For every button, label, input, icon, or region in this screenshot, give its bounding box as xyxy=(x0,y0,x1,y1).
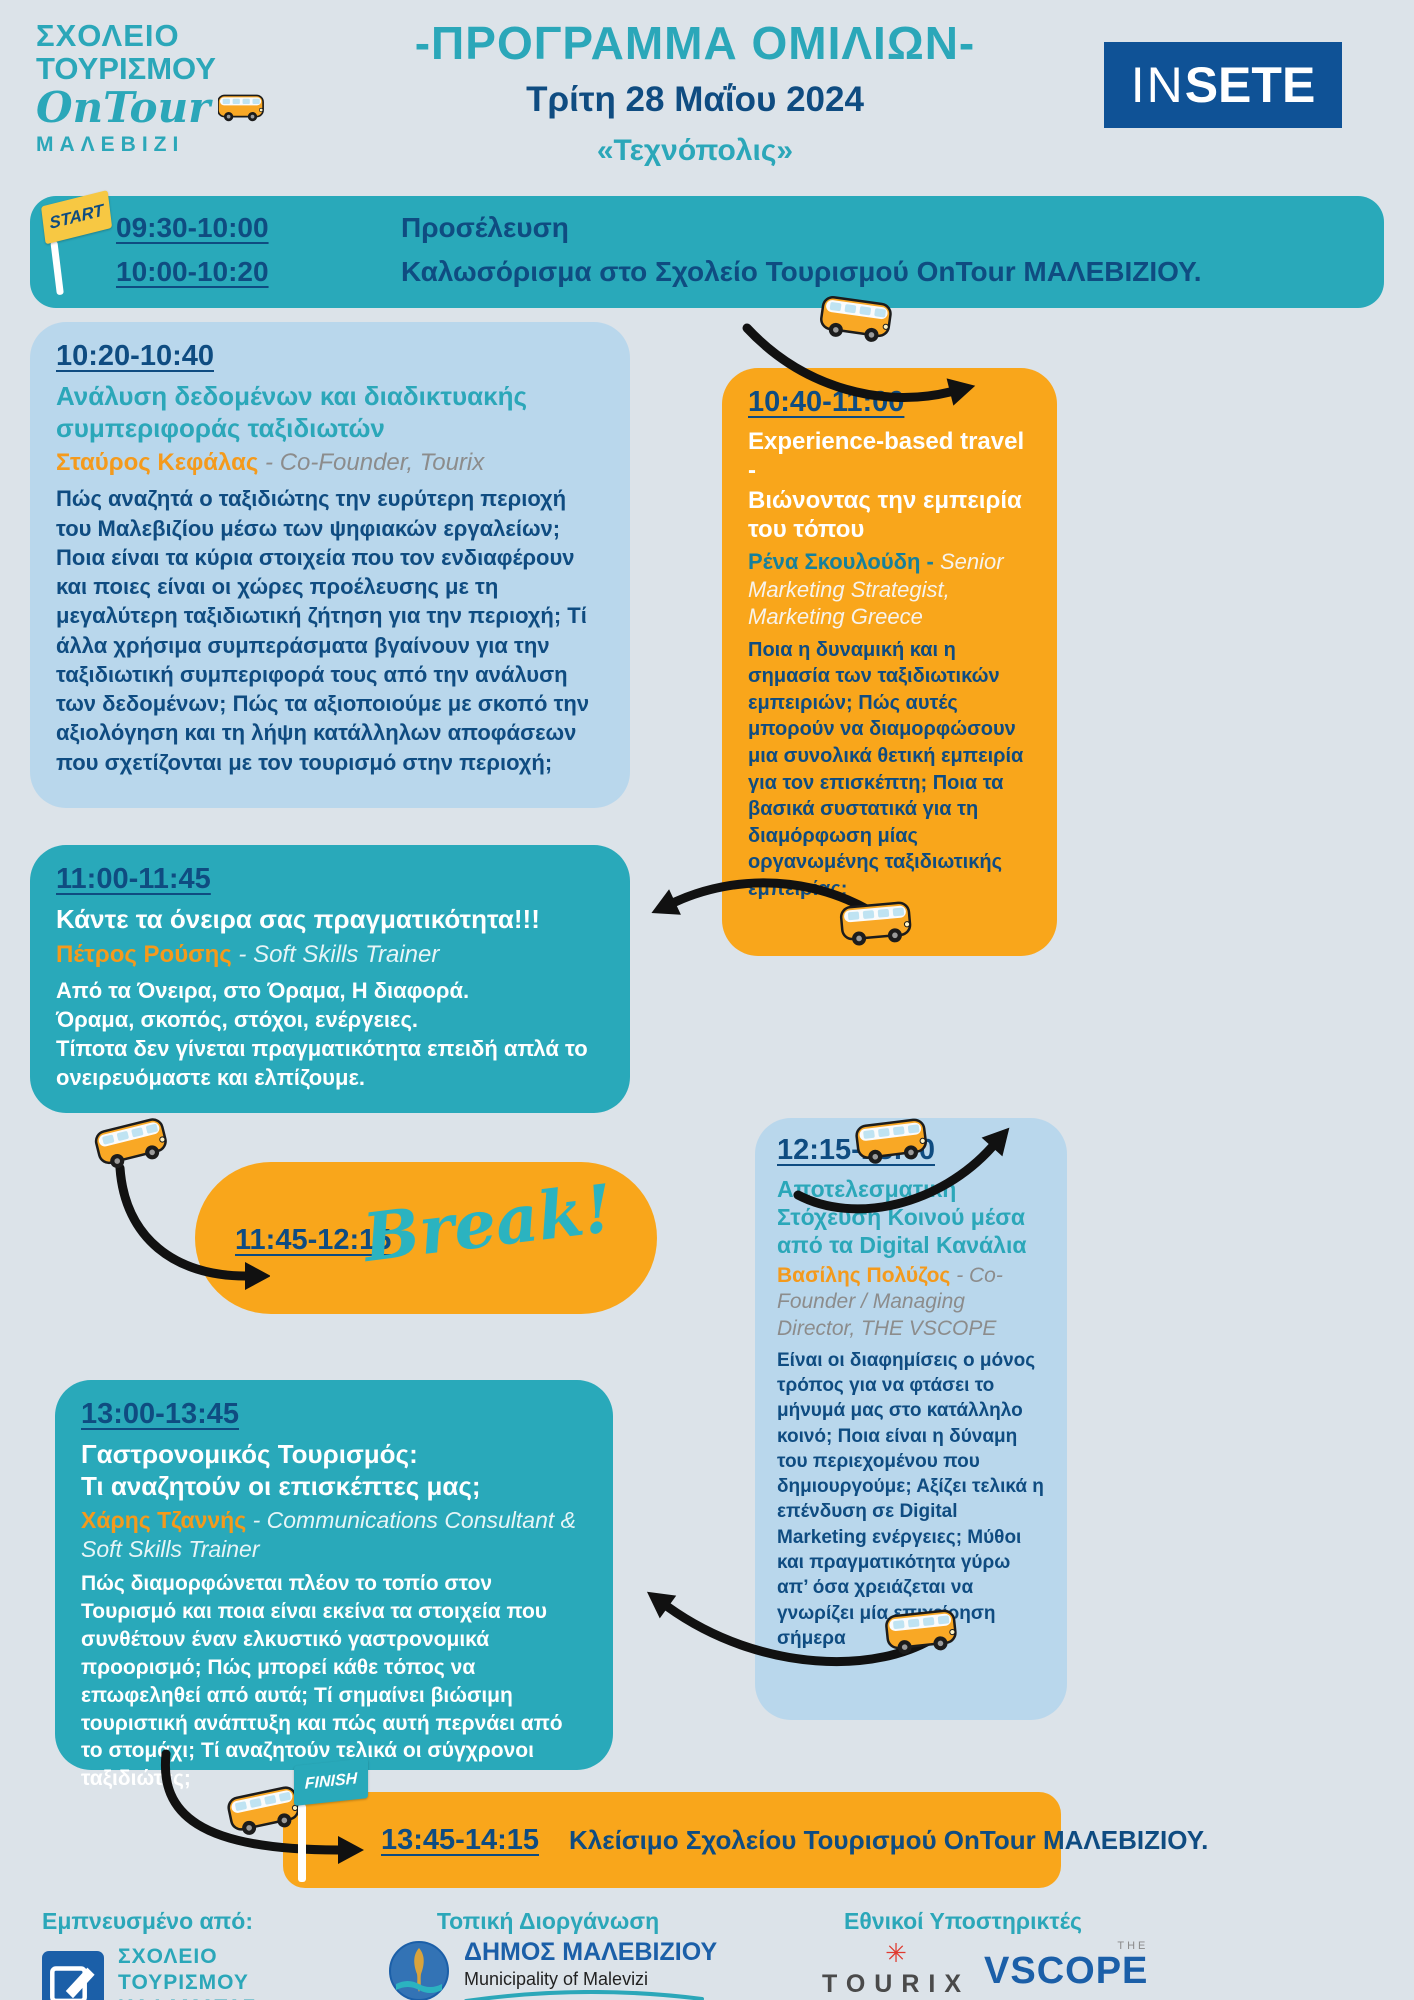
session-4-speaker: Βασίλης Πολύζος xyxy=(777,1264,951,1288)
session-card-5: 13:00-13:45 Γαστρονομικός Τουρισμός: Τι … xyxy=(55,1380,613,1790)
session-2-description: Ποια η δυναμική και η σημασία των ταξιδι… xyxy=(748,638,1024,900)
event-date: Τρίτη 28 Μαΐου 2024 xyxy=(526,80,864,119)
kalamata-line-1: ΣΧΟΛΕΙΟ xyxy=(118,1945,218,1968)
footer-supporters-heading: Εθνικοί Υποστηρικτές xyxy=(844,1908,1082,1934)
session-1-description: Πώς αναζητά ο ταξιδιώτης την ευρύτερη πε… xyxy=(56,486,590,775)
start-row-1: 09:30-10:00 Προσέλευση xyxy=(116,212,569,244)
start-row-2: 10:00-10:20 Καλωσόρισμα στο Σχολείο Τουρ… xyxy=(116,256,1202,288)
kalamata-line-3: ΚΑΛΑΜΑΤΑΣ xyxy=(118,1995,256,2000)
session-card-1: 10:20-10:40 Ανάλυση δεδομένων και διαδικ… xyxy=(30,322,630,808)
session-5-speaker-line: Χάρης Τζαννής - Communications Consultan… xyxy=(81,1506,587,1564)
kalamata-logo-text: ΣΧΟΛΕΙΟ ΤΟΥΡΙΣΜΟΥ ΚΑΛΑΜΑΤΑΣ xyxy=(118,1944,256,2000)
footer-organizer-heading: Τοπική Διοργάνωση xyxy=(436,1908,660,1934)
ontour-logo: ΣΧΟΛΕΙΟ ΤΟΥΡΙΣΜΟΥ OnTour ΜΑΛΕΒΙΖΙ xyxy=(36,18,266,157)
session-4-description: Είναι οι διαφημίσεις ο μόνος τρόπος για … xyxy=(777,1349,1044,1649)
session-4-title: Αποτελεσματική Στόχευση Κοινού μέσα από … xyxy=(777,1176,1027,1259)
malevizi-logo-text: ΔΗΜΟΣ ΜΑΛΕΒΙΖΙΟΥ Municipality of Maleviz… xyxy=(464,1938,717,2000)
event-venue: «Τεχνόπολις» xyxy=(596,134,794,167)
session-3-description: Από τα Όνειρα, στο Όραμα, Η διαφορά. Όρα… xyxy=(56,977,588,1091)
finish-banner: 13:45-14:15 Κλείσιμο Σχολείου Τουρισμού … xyxy=(283,1792,1208,1888)
kalamata-pencil-icon xyxy=(42,1951,104,2000)
session-3-speaker-line: Πέτρος Ρούσης - Soft Skills Trainer xyxy=(56,940,604,970)
kalamata-line-2: ΤΟΥΡΙΣΜΟΥ xyxy=(118,1970,249,1994)
start-flag-icon: START xyxy=(41,190,120,296)
finish-label: Κλείσιμο Σχολείου Τουρισμού OnTour ΜΑΛΕΒ… xyxy=(569,1824,1209,1855)
session-2-title: Experience-based travel - Βιώνοντας την … xyxy=(748,428,1025,543)
tourix-name: TOURIX xyxy=(822,1970,970,1998)
malevizi-name-gr: ΔΗΜΟΣ ΜΑΛΕΒΙΖΙΟΥ xyxy=(464,1938,718,1966)
session-1-speaker: Σταύρος Κεφάλας xyxy=(56,449,259,477)
session-2-speaker: Ρένα Σκουλούδη - xyxy=(748,549,940,575)
finish-flag-pole xyxy=(298,1804,306,1882)
insete-logo-in: IN xyxy=(1130,57,1185,113)
session-card-2: 10:40-11:00 Experience-based travel - Βι… xyxy=(722,368,1057,956)
session-2-speaker-line: Ρένα Σκουλούδη - Senior Marketing Strate… xyxy=(748,548,1031,631)
start-flag-pole xyxy=(50,240,64,296)
finish-flag-label: FINISH xyxy=(294,1758,368,1806)
logo-script-row: OnTour xyxy=(36,87,266,129)
session-4-role: - Co-Founder / Managing Director, THE VS… xyxy=(777,1264,1003,1340)
session-5-description: Πώς διαμορφώνεται πλέον το τοπίο στον Το… xyxy=(81,1571,563,1791)
kalamata-school-logo: ΣΧΟΛΕΙΟ ΤΟΥΡΙΣΜΟΥ ΚΑΛΑΜΑΤΑΣ xyxy=(42,1944,256,2000)
session-4-speaker-line: Βασίλης Πολύζος - Co-Founder / Managing … xyxy=(777,1263,1045,1342)
bus-icon xyxy=(218,94,265,123)
session-3-time: 11:00-11:45 xyxy=(56,863,211,895)
session-2-time: 10:40-11:00 xyxy=(748,386,905,418)
start-time-2: 10:00-10:20 xyxy=(116,256,269,287)
break-label: Break! xyxy=(359,1169,617,1277)
logo-script-text: OnTour xyxy=(36,83,211,133)
break-time: 11:45-12:15 xyxy=(235,1224,392,1256)
malevizi-municipality-logo: ΔΗΜΟΣ ΜΑΛΕΒΙΖΙΟΥ Municipality of Maleviz… xyxy=(388,1938,717,2000)
session-5-role: - Communications Consultant & Soft Skill… xyxy=(81,1507,577,1563)
break-card: 11:45-12:15 Break! xyxy=(195,1162,657,1314)
header-title-block: -ΠΡΟΓΡΑΜΜΑ ΟΜΙΛΙΩΝ- Τρίτη 28 Μαΐου 2024 … xyxy=(300,16,1090,168)
tourix-logo: ✳ TOURIX xyxy=(816,1940,976,1999)
session-1-time: 10:20-10:40 xyxy=(56,340,214,372)
malevizi-name-en: Municipality of Malevizi xyxy=(464,1969,649,1989)
session-3-speaker: Πέτρος Ρούσης xyxy=(56,940,232,968)
logo-line-1: ΣΧΟΛΕΙΟ xyxy=(36,18,180,53)
vscope-the: THE xyxy=(1117,1940,1149,1952)
finish-time: 13:45-14:15 xyxy=(381,1823,539,1856)
logo-region-text: ΜΑΛΕΒΙΖΙ xyxy=(36,133,185,157)
vscope-logo: THE VSCOPE xyxy=(984,1940,1148,1992)
session-4-time: 12:15-13:00 xyxy=(777,1134,935,1166)
start-label-2: Καλωσόρισμα στο Σχολείο Τουρισμού OnTour… xyxy=(401,256,1202,287)
session-5-title: Γαστρονομικός Τουρισμός: Τι αναζητούν οι… xyxy=(81,1439,481,1501)
footer-inspired-heading: Εμπνευσμένο από: xyxy=(42,1908,253,1934)
logo-line-2: ΤΟΥΡΙΣΜΟΥ xyxy=(36,50,216,86)
malevizi-emblem-icon xyxy=(389,1941,449,2000)
session-3-role: - Soft Skills Trainer xyxy=(231,940,440,968)
start-banner: 09:30-10:00 Προσέλευση 10:00-10:20 Καλωσ… xyxy=(30,196,1384,308)
malevizi-swoosh xyxy=(464,1990,704,2000)
finish-flag-icon: FINISH xyxy=(294,1758,368,1882)
session-1-speaker-line: Σταύρος Κεφάλας - Co-Founder, Tourix xyxy=(56,448,604,478)
session-card-4: 12:15-13:00 Αποτελεσματική Στόχευση Κοιν… xyxy=(755,1118,1067,1720)
session-1-title: Ανάλυση δεδομένων και διαδικτυακής συμπε… xyxy=(56,381,527,443)
start-time-1: 09:30-10:00 xyxy=(116,212,269,243)
tourix-star-icon: ✳ xyxy=(885,1938,907,1968)
session-3-title: Κάντε τα όνειρα σας πραγματικότητα!!! xyxy=(56,904,540,934)
vscope-name: VSCOPE xyxy=(984,1950,1149,1992)
session-2-role: Senior Marketing Strategist, Marketing G… xyxy=(748,549,1004,630)
session-card-3: 11:00-11:45 Κάντε τα όνειρα σας πραγματι… xyxy=(30,845,630,1113)
start-label-1: Προσέλευση xyxy=(401,212,569,243)
session-5-speaker: Χάρης Τζαννής xyxy=(81,1507,247,1534)
session-5-time: 13:00-13:45 xyxy=(81,1398,239,1430)
session-1-role: - Co-Founder, Tourix xyxy=(258,449,485,477)
page-title: -ΠΡΟΓΡΑΜΜΑ ΟΜΙΛΙΩΝ- xyxy=(414,17,976,69)
insete-logo-sete: SETE xyxy=(1184,57,1316,113)
